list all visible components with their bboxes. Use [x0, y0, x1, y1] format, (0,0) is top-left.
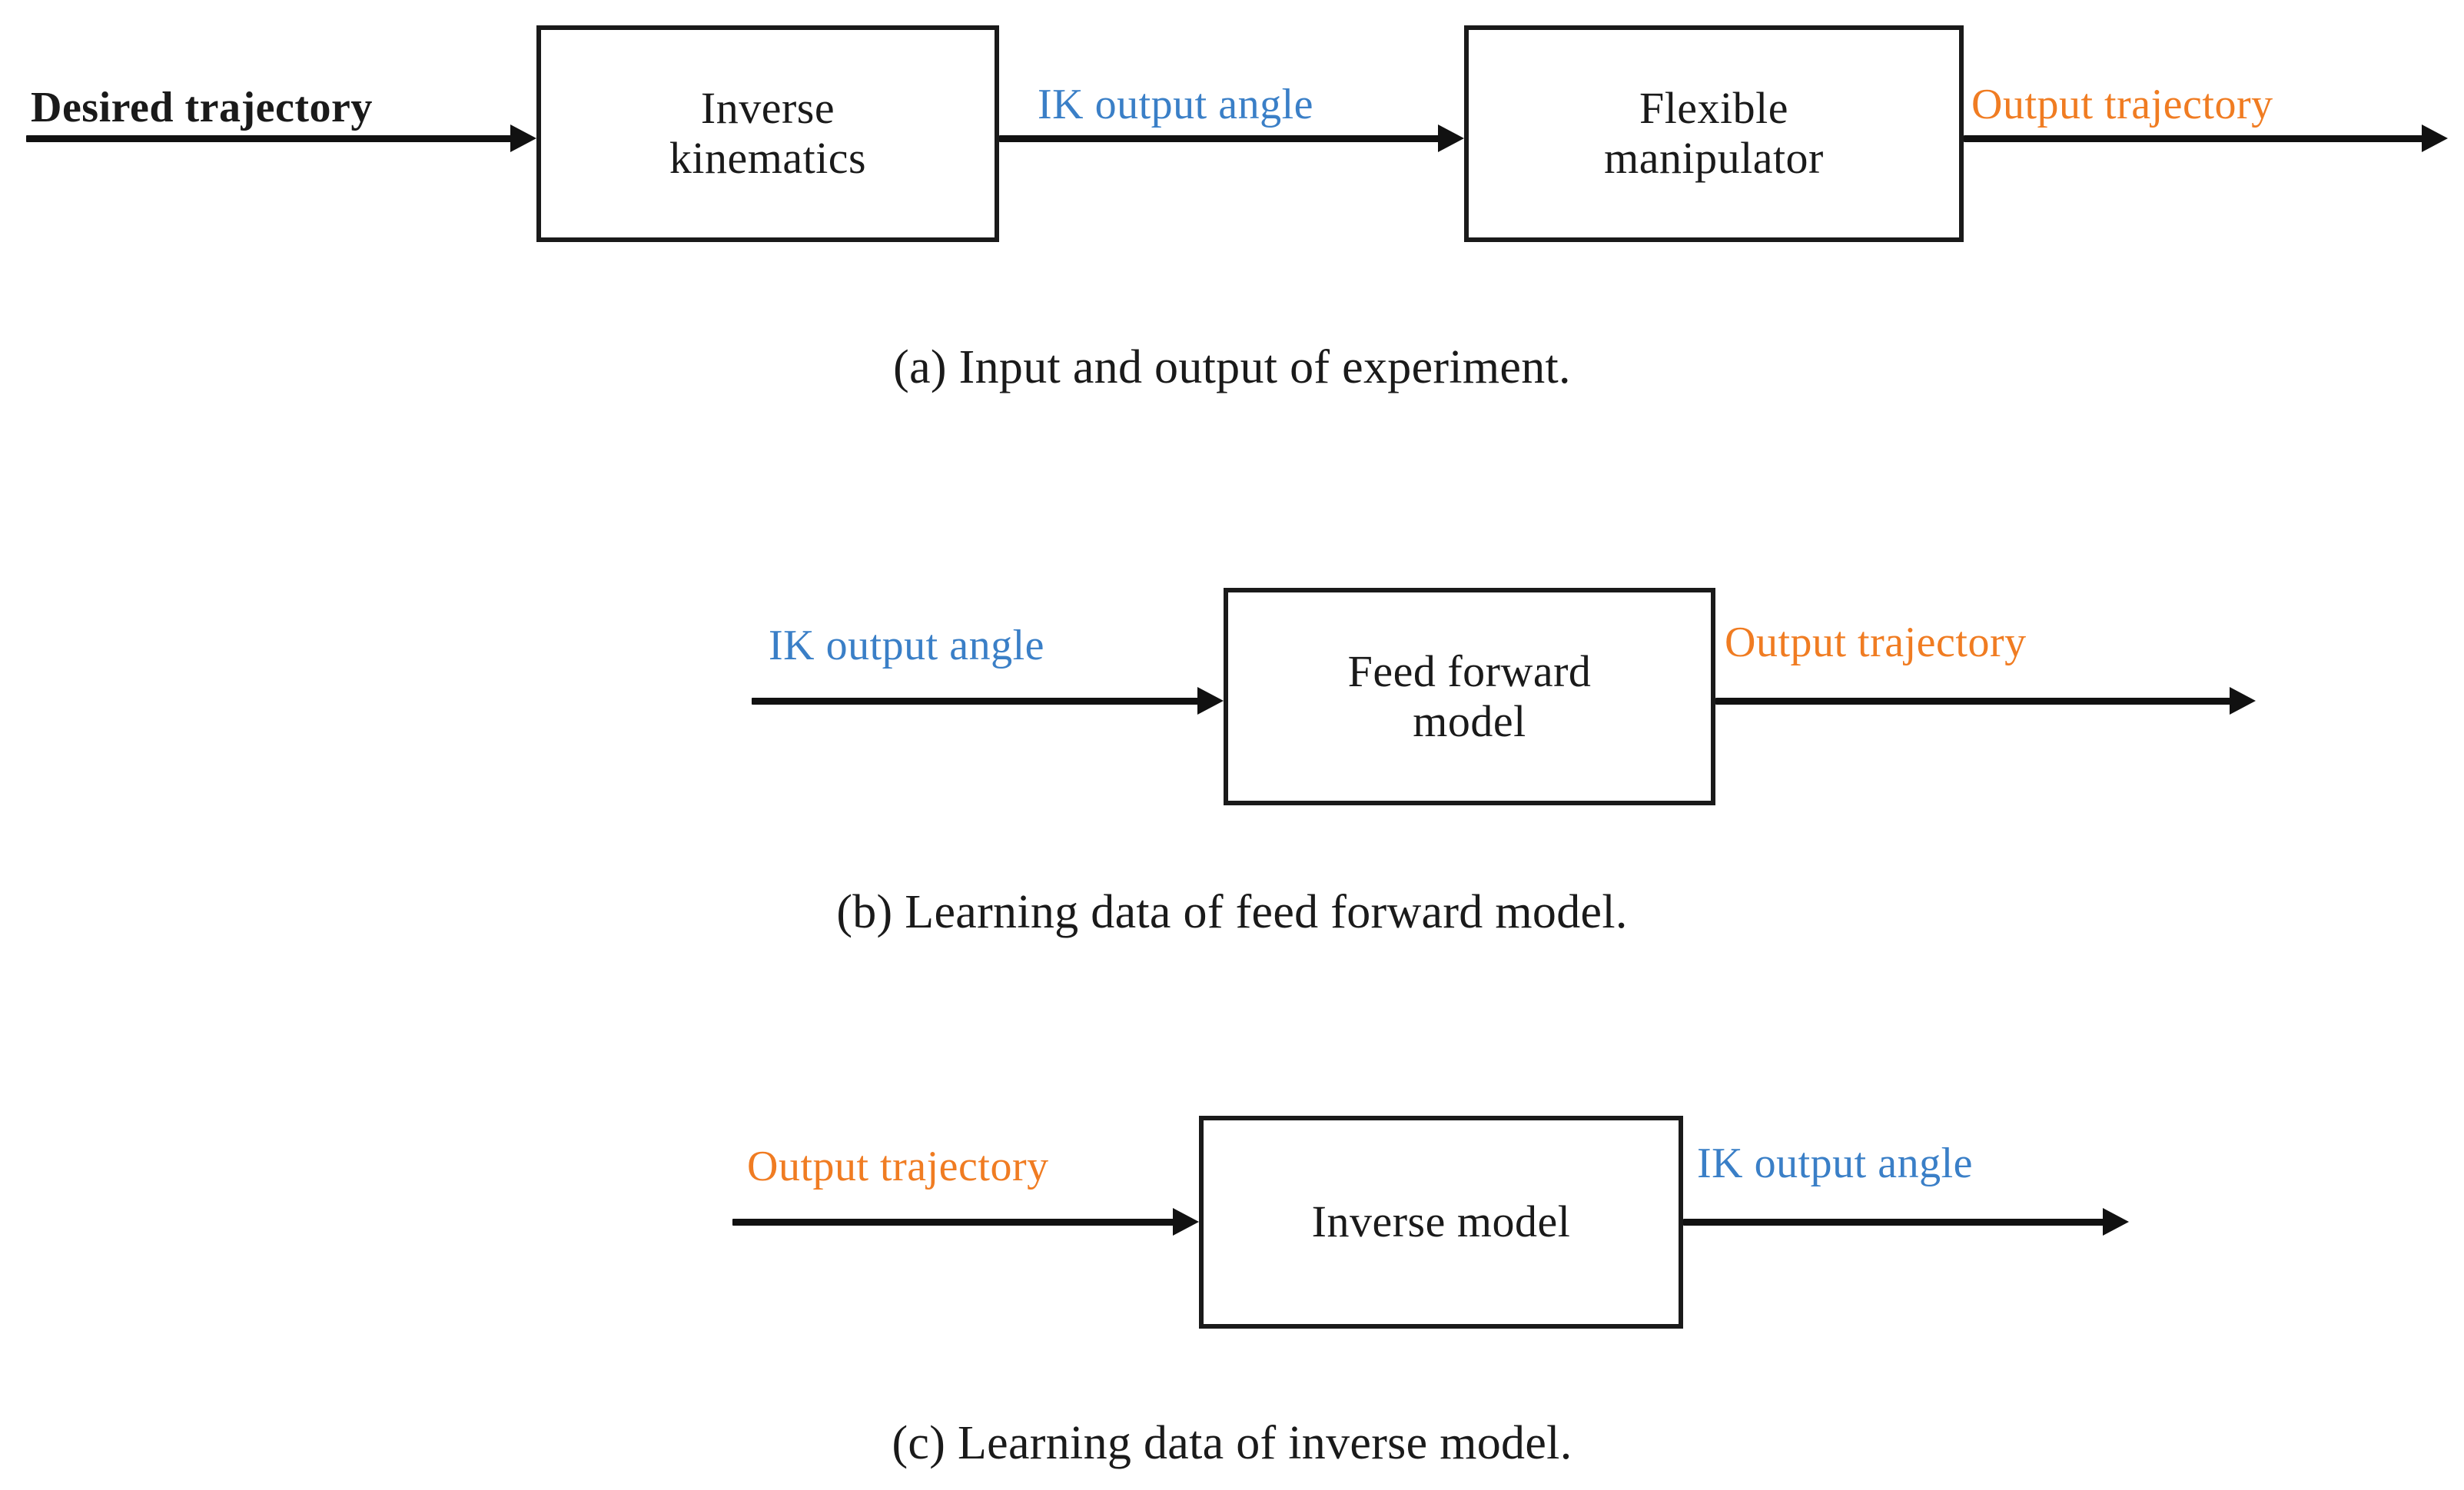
signal-label-output-trajectory: Output trajectory [747, 1143, 1049, 1190]
block-label-inverse-kinematics: Inverse kinematics [669, 83, 867, 183]
signal-label-ik-output-angle: IK output angle [769, 622, 1044, 669]
block-inverse-kinematics[interactable]: Inverse kinematics [536, 25, 999, 242]
signal-label-output-trajectory: Output trajectory [1725, 619, 2027, 666]
signal-label-ik-output-angle: IK output angle [1697, 1140, 1973, 1187]
caption-panel-b: (b) Learning data of feed forward model. [836, 886, 1628, 938]
block-flexible-manipulator[interactable]: Flexible manipulator [1464, 25, 1964, 242]
signal-label-ik-output-angle: IK output angle [1038, 81, 1313, 128]
arrow-head-icon [1173, 1208, 1199, 1236]
block-feed-forward-model[interactable]: Feed forward model [1224, 588, 1715, 805]
block-label-inverse-model: Inverse model [1311, 1196, 1571, 1247]
arrow-head-icon [2103, 1208, 2129, 1236]
arrow-shaft [999, 135, 1441, 142]
caption-panel-a: (a) Input and output of experiment. [893, 341, 1571, 393]
arrow-head-icon [1438, 124, 1464, 152]
arrow-head-icon [2230, 687, 2256, 715]
block-label-feed-forward-model: Feed forward model [1347, 645, 1592, 746]
block-label-flexible-manipulator: Flexible manipulator [1604, 83, 1824, 183]
arrow-head-icon [2422, 124, 2448, 152]
arrow-shaft [1715, 698, 2233, 705]
arrow-shaft [26, 135, 513, 142]
arrow-shaft [752, 698, 1200, 705]
arrow-shaft [1683, 1219, 2106, 1226]
arrow-head-icon [510, 124, 536, 152]
signal-label-output-trajectory: Output trajectory [1971, 81, 2273, 128]
caption-panel-c: (c) Learning data of inverse model. [892, 1417, 1572, 1469]
arrow-shaft [732, 1219, 1176, 1226]
signal-label-desired-trajectory: Desired trajectory [31, 84, 373, 131]
block-inverse-model[interactable]: Inverse model [1199, 1116, 1683, 1329]
arrow-shaft [1964, 135, 2425, 142]
arrow-head-icon [1197, 687, 1224, 715]
